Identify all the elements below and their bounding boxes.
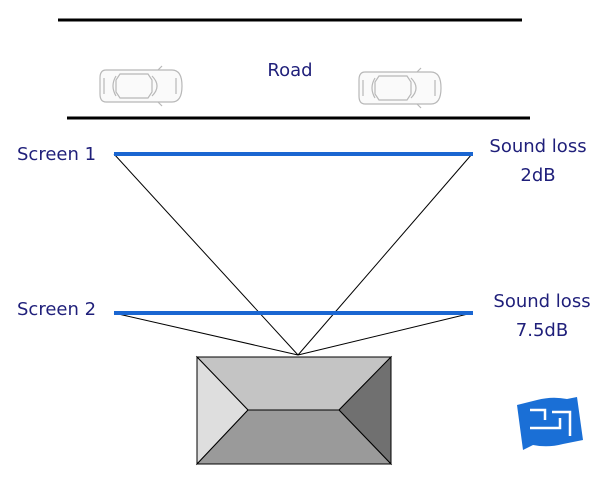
ray-screen2-left <box>113 312 299 356</box>
floor-plan-logo-icon <box>517 397 583 450</box>
screen-2-label: Screen 2 <box>17 299 97 320</box>
screen-2-loss-value: 7.5dB <box>515 320 569 341</box>
ray-screen1-right <box>297 153 473 356</box>
screen-1-loss-value: 2dB <box>520 165 556 186</box>
ray-screen2-right <box>297 312 473 356</box>
car-icon <box>358 67 442 109</box>
screen-1-loss-label: Sound loss <box>489 136 587 157</box>
road-label: Road <box>267 60 313 81</box>
screen-2-loss-label: Sound loss <box>493 291 591 312</box>
screen-1-label: Screen 1 <box>17 144 97 165</box>
sound-rays <box>113 153 473 356</box>
house-roof-icon <box>195 355 393 466</box>
car-icon <box>99 65 183 107</box>
ray-screen1-left <box>113 153 299 356</box>
